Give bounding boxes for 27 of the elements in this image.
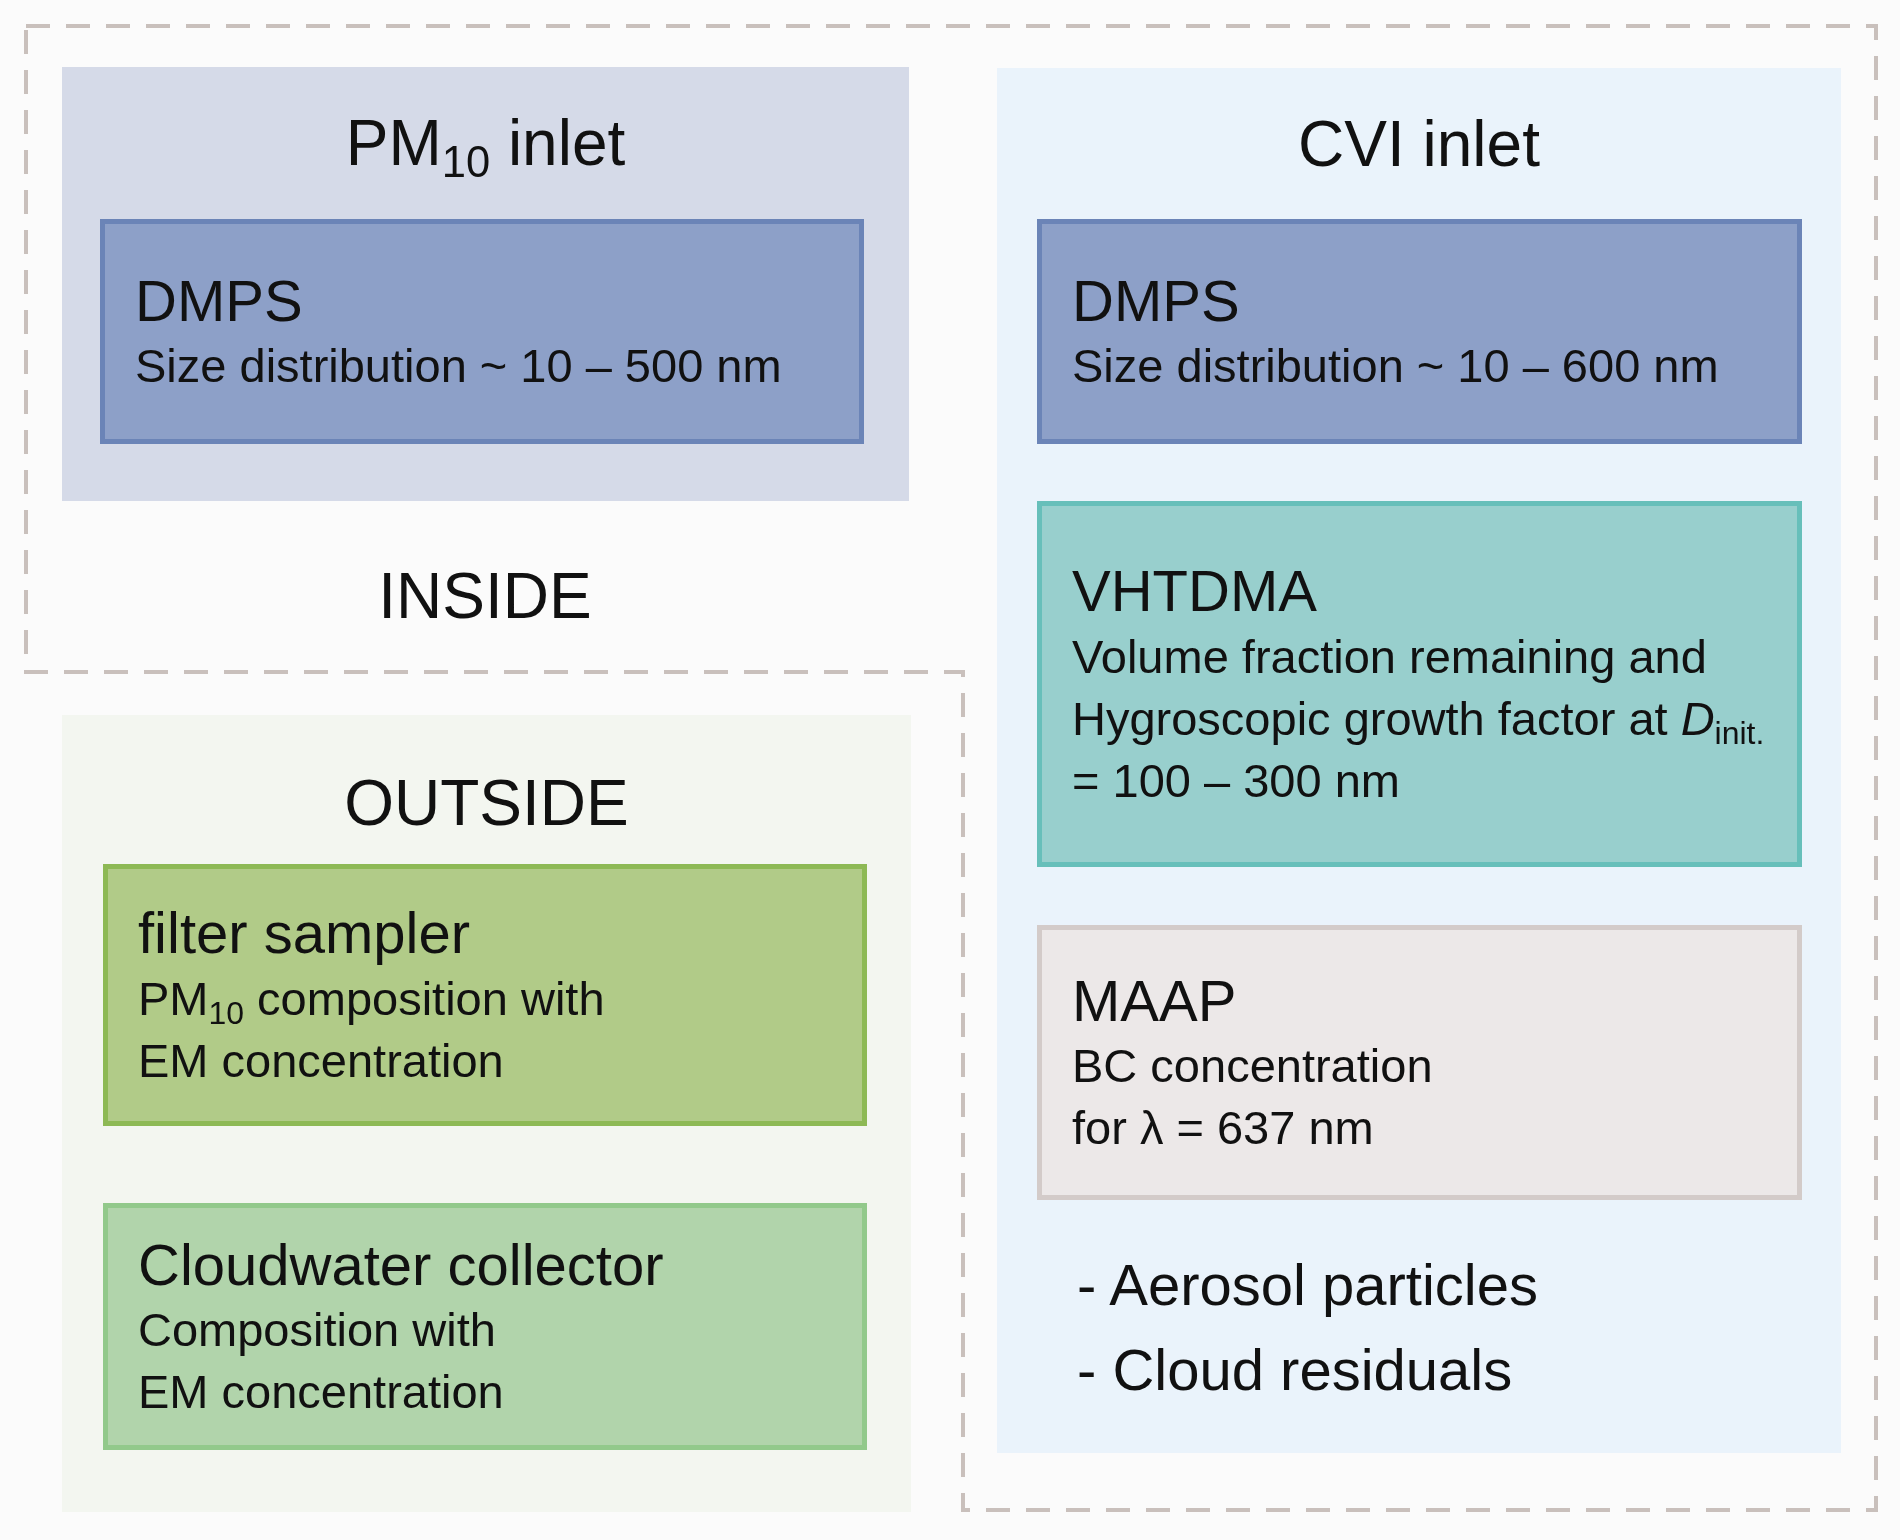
region-label: INSIDE [378, 560, 592, 634]
panel-title: CVI inlet [1298, 108, 1540, 182]
instrument-box [103, 1203, 867, 1450]
instrument-name: DMPS [1072, 266, 1240, 335]
instrument-description: Size distribution ~ 10 – 500 nm [135, 338, 782, 395]
instrument-description: Size distribution ~ 10 – 600 nm [1072, 338, 1719, 395]
instrument-box [1037, 219, 1802, 444]
instrument-description: Volume fraction remaining and Hygroscopic growth factor at D$_{init.}$ = 100 – 300 nm [1072, 628, 1766, 809]
instrument-box [1037, 925, 1802, 1200]
group-panel [62, 67, 909, 501]
instrument-box [100, 219, 864, 444]
panel-title: PM$_{10}$ inlet [345, 107, 626, 181]
group-panel [62, 715, 911, 1512]
instrument-description: PM$_{10}$ composition with EM concentration [138, 970, 606, 1089]
instrument-name: DMPS [135, 266, 303, 335]
list-item: - Cloud residuals [1077, 1336, 1513, 1404]
instrument-name: filter sampler [138, 899, 470, 968]
instrument-name: Cloudwater collector [138, 1230, 664, 1299]
instrument-name: MAAP [1072, 966, 1237, 1035]
instrument-description: BC concentration for λ = 637 nm [1072, 1038, 1434, 1157]
group-panel [997, 68, 1841, 1453]
instrument-box [1037, 501, 1802, 867]
instrument-box [103, 864, 867, 1126]
list-item: - Aerosol particles [1077, 1251, 1538, 1319]
instrument-description: Composition with EM concentration [138, 1302, 505, 1421]
instrument-name: VHTDMA [1072, 557, 1317, 626]
panel-title: OUTSIDE [344, 767, 629, 841]
